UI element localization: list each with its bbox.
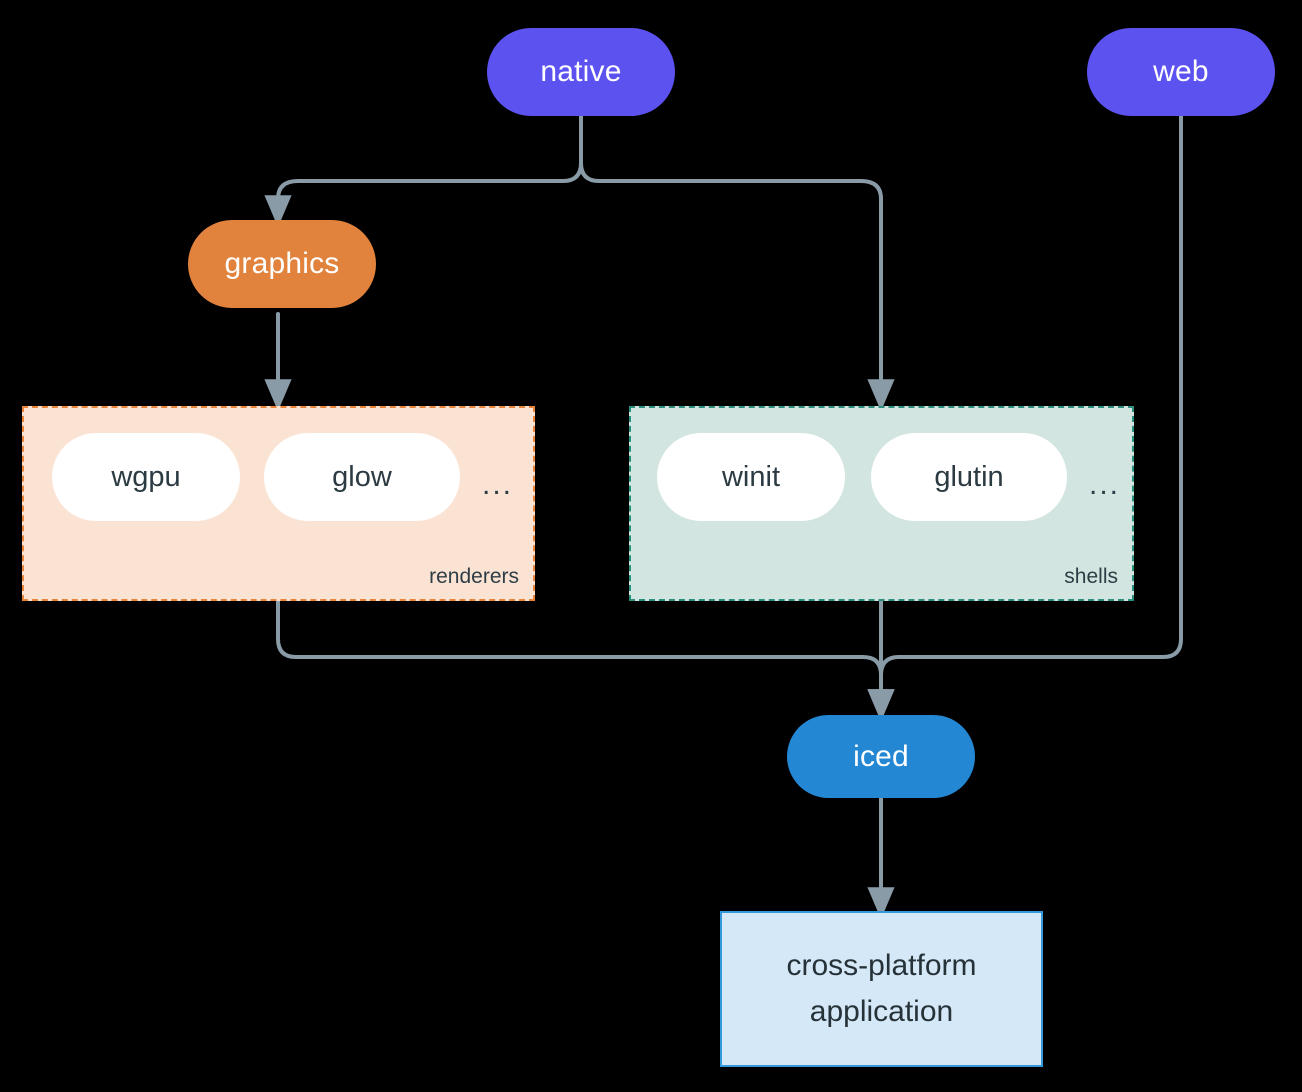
renderers-more-ellipsis: ... [482, 468, 514, 501]
leaf-pill-glutin-label: glutin [934, 460, 1004, 493]
leaf-pill-glutin[interactable]: glutin [871, 433, 1067, 521]
app-label-line2: application [809, 995, 954, 1028]
shells-more-ellipsis: ... [1089, 468, 1121, 501]
node-iced[interactable]: iced [787, 715, 975, 798]
app-label-line1: cross-platform [786, 948, 977, 982]
leaf-pill-wgpu[interactable]: wgpu [52, 433, 240, 521]
leaf-pill-winit[interactable]: winit [657, 433, 845, 521]
node-cross-platform-application[interactable]: cross-platform application [720, 911, 1043, 1067]
node-graphics-label: graphics [224, 247, 340, 280]
cluster-shells: winit glutin ... shells [629, 406, 1134, 601]
node-native-label: native [540, 55, 622, 88]
node-web[interactable]: web [1087, 28, 1275, 116]
cluster-renderers-label: renderers [429, 565, 519, 588]
node-native[interactable]: native [487, 28, 675, 116]
leaf-pill-winit-label: winit [721, 460, 780, 493]
leaf-pill-glow[interactable]: glow [264, 433, 460, 521]
cluster-renderers: wgpu glow ... renderers [22, 406, 535, 601]
edge-native-bus [264, 114, 583, 228]
cluster-shells-label: shells [1064, 565, 1118, 588]
edge-renderers-iced [276, 599, 895, 722]
edge-native-shells [579, 114, 895, 412]
node-graphics[interactable]: graphics [188, 220, 376, 308]
leaf-pill-wgpu-label: wgpu [111, 460, 181, 493]
leaf-pill-glow-label: glow [332, 460, 392, 493]
node-iced-label: iced [853, 739, 909, 773]
node-web-label: web [1153, 55, 1209, 88]
